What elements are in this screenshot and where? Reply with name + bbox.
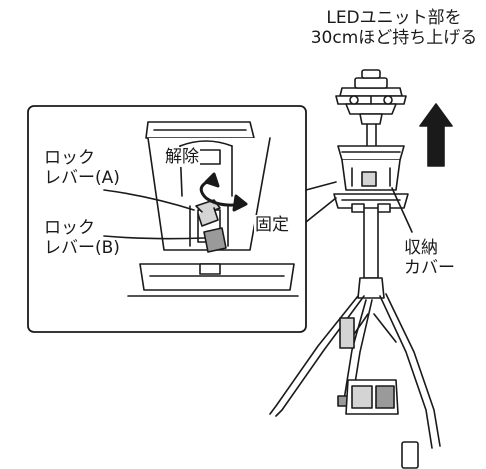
lock-lever-a bbox=[195, 199, 221, 227]
lock-lever-a-label-line2: レバー(A) bbox=[44, 168, 120, 188]
leader-lock-lever-b bbox=[103, 235, 205, 240]
led-unit-label: LEDユニット部を 30cmほど持ち上げる bbox=[310, 8, 478, 48]
callout-leader-top bbox=[305, 181, 337, 191]
lock-lever-b-label-line2: レバー(B) bbox=[44, 238, 120, 258]
callout-leader-bottom bbox=[305, 197, 337, 223]
led-unit-label-line2: 30cmほど持ち上げる bbox=[310, 28, 478, 48]
lock-lever-b bbox=[203, 227, 227, 253]
storage-cover-label-line2: カバー bbox=[404, 258, 455, 278]
leader-lock-lever-a bbox=[103, 189, 195, 211]
led-unit bbox=[335, 69, 407, 125]
tripod-light bbox=[269, 69, 453, 469]
storage-cover bbox=[333, 145, 409, 213]
lock-lever-a-label: ロック レバー(A) bbox=[44, 148, 120, 188]
up-arrow-icon bbox=[419, 103, 453, 167]
led-unit-label-line1: LEDユニット部を bbox=[326, 8, 462, 28]
fix-label: 固定 bbox=[254, 215, 290, 235]
leader-storage-cover bbox=[391, 187, 413, 233]
battery bbox=[345, 379, 399, 415]
release-label: 解除 bbox=[164, 147, 200, 167]
rotate-arrow-icon bbox=[199, 172, 248, 212]
lock-lever-b-label-line1: ロック bbox=[44, 218, 95, 238]
storage-cover-label: 収納 カバー bbox=[404, 238, 455, 278]
detail-callout bbox=[27, 105, 337, 333]
storage-cover-label-line1: 収納 bbox=[404, 238, 438, 258]
main-pole bbox=[357, 211, 385, 299]
lock-lever-a-label-line1: ロック bbox=[44, 148, 95, 168]
lock-lever-b-label: ロック レバー(B) bbox=[44, 218, 120, 258]
